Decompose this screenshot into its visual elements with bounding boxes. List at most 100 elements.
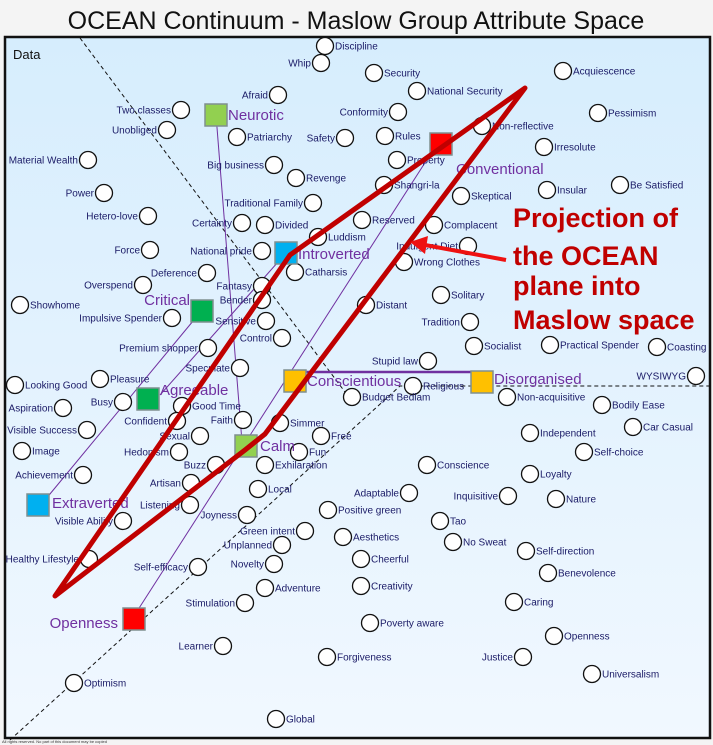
attribute-node: Free [311,426,352,446]
attribute-node: Discipline [315,36,378,56]
attribute-node: Premium shopper [119,338,218,358]
node-label: Optimism [84,679,126,690]
node-circle [497,387,517,407]
node-label: Achievement [15,471,73,482]
attribute-node: Joyness [200,505,257,525]
attribute-node: Sexual [159,426,210,446]
attribute-node: Two classes [117,100,191,120]
node-circle [686,366,706,386]
attribute-node: Car Casual [623,417,693,437]
node-circle [588,103,608,123]
node-label: WYSIWYG [637,372,687,383]
node-label: Self-choice [594,448,644,459]
attribute-node: Unobliged [112,120,177,140]
node-circle [171,100,191,120]
node-circle [538,563,558,583]
node-circle [504,592,524,612]
factor-introverted: Introverted [274,241,370,265]
attribute-node: Tao [430,511,467,531]
node-circle [289,442,309,462]
attribute-node: Learner [179,636,233,656]
node-label: Forgiveness [337,653,391,664]
node-label: Poverty aware [380,619,444,630]
node-circle [537,180,557,200]
attribute-node: Conscience [417,455,490,475]
node-circle [540,335,560,355]
node-circle [460,312,480,332]
node-circle [623,417,643,437]
attribute-node: Unplanned [224,535,292,555]
node-label: Safety [307,134,335,145]
node-label: Control [240,334,272,345]
node-label: Reserved [372,216,415,227]
node-label: Certainty [192,219,232,230]
attribute-node: Visible Success [7,420,97,440]
factor-neurotic: Neurotic [204,103,284,127]
node-label: Fun [309,448,326,459]
node-label: Be Satisfied [630,181,683,192]
node-label: Image [32,447,60,458]
node-label: Budget Bedlam [362,393,430,404]
attribute-node: Universalism [582,664,659,684]
node-circle [113,511,133,531]
node-label: Power [66,189,95,200]
factor-critical: Critical [144,292,214,323]
node-circle [272,535,292,555]
node-circle [315,36,335,56]
projection-annotation: Projection of the OCEAN plane into Maslo… [513,203,695,335]
node-label: Sexual [159,432,190,443]
node-label: Distant [376,301,407,312]
attribute-node: National Security [407,81,503,101]
attribute-node: Afraid [242,85,288,105]
node-label: Rules [395,132,421,143]
node-label: No Sweat [463,538,507,549]
node-circle [237,505,257,525]
node-label: Free [331,432,352,443]
attribute-node: Independent [520,423,596,443]
attribute-node: Coasting [647,337,706,357]
attribute-node: Overspend [84,275,153,295]
node-label: Whip [288,59,311,70]
factor-label: Disorganised [494,371,582,388]
node-label: Nature [566,495,596,506]
node-circle [286,168,306,188]
annotation-arrow [410,236,507,262]
node-circle [140,240,160,260]
node-label: Tao [450,517,467,528]
attribute-node: Divided [255,215,308,235]
node-circle [582,664,602,684]
attribute-node: Traditional Family [224,193,323,213]
node-label: Complacent [444,221,498,232]
attribute-node: Irresolute [534,137,596,157]
node-label: Wrong Clothes [414,258,480,269]
factor-square [470,370,494,394]
attribute-node: Fun [289,442,326,462]
attribute-node: Solitary [431,285,484,305]
node-circle [190,426,210,446]
node-label: Hetero-love [86,212,138,223]
node-circle [333,527,353,547]
factor-disorganised: Disorganised [470,370,582,394]
node-circle [430,511,450,531]
node-label: Good Time [192,402,241,413]
node-label: Local [268,485,292,496]
node-circle [12,441,32,461]
node-label: Revenge [306,174,346,185]
node-circle [546,489,566,509]
node-label: Deference [151,269,198,280]
panel-label: Data [13,47,41,62]
node-label: Big business [207,161,264,172]
node-label: Bodily Ease [612,401,665,412]
node-circle [592,395,612,415]
node-circle [285,262,305,282]
factor-label: Critical [144,292,190,309]
node-circle [188,557,208,577]
attribute-node: Certainty [192,213,252,233]
node-circle [553,61,573,81]
factor-label: Introverted [298,246,370,263]
attribute-node: Benevolence [538,563,616,583]
attribute-node: Big business [207,155,284,175]
attribute-node: Insular [537,180,588,200]
attribute-node: Bodily Ease [592,395,665,415]
node-circle [418,351,438,371]
